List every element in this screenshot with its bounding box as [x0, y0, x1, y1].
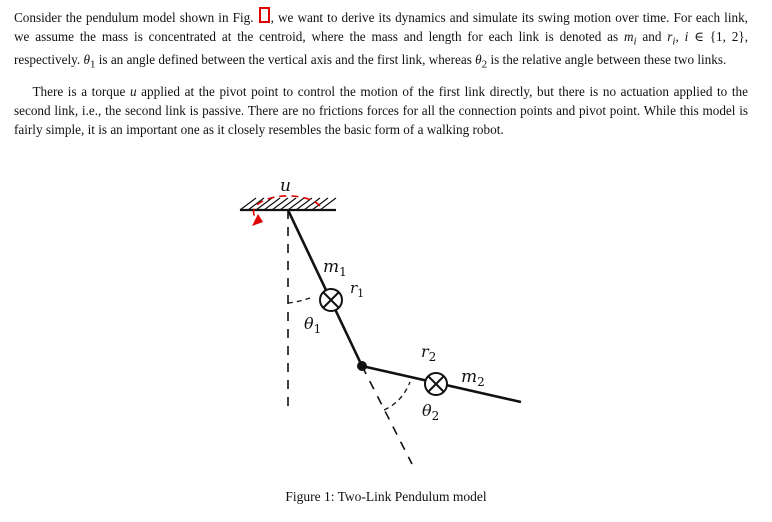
- r-i-symbol: r: [667, 28, 673, 44]
- figure-reference-link[interactable]: [258, 7, 270, 23]
- label-m2: m2: [461, 367, 485, 389]
- p1-text-4: ,: [675, 28, 685, 44]
- p2-text-2: applied at the pivot point to control th…: [14, 84, 748, 137]
- theta2-arc: [383, 381, 411, 411]
- link-1: [286, 209, 364, 367]
- p1-text-6: is an angle defined between the vertical…: [95, 52, 476, 68]
- mass-2-icon: [424, 372, 448, 396]
- u-symbol: u: [129, 84, 137, 99]
- p1-text-5: ∈ {1, 2}, respectively.: [14, 28, 749, 68]
- p1-text-2: , we want to derive its dynamics and sim…: [14, 10, 748, 44]
- theta2-subscript: 2: [481, 58, 488, 71]
- torque-arc: [252, 195, 321, 219]
- paragraph-1: Consider the pendulum model shown in Fig…: [14, 7, 748, 75]
- r-i-subscript: i: [672, 35, 676, 48]
- torque-arrowhead-icon: [252, 214, 263, 226]
- theta1-arc: [287, 297, 311, 304]
- theta1-subscript: 1: [89, 58, 96, 71]
- figure-caption: Figure 1: Two-Link Pendulum model: [285, 489, 487, 504]
- theta2-symbol: θ: [475, 52, 482, 68]
- p1-text-7: is the relative angle between these two …: [487, 52, 727, 68]
- i-variable: i: [684, 28, 689, 44]
- theta1-symbol: θ: [83, 52, 90, 68]
- label-m1: m1: [323, 257, 347, 279]
- label-theta1: θ1: [304, 314, 321, 336]
- label-theta2: θ2: [422, 401, 439, 423]
- m-i-subscript: i: [633, 35, 637, 48]
- label-u: u: [280, 176, 291, 196]
- p1-text-3: and: [636, 28, 668, 44]
- p2-text-1: There is a torque: [32, 84, 130, 99]
- p1-text-1: Consider the pendulum model shown in Fig…: [14, 10, 258, 25]
- mass-1-icon: [319, 288, 343, 312]
- label-r2: r2: [421, 342, 436, 364]
- link-1-extension: [361, 365, 413, 465]
- ceiling-hatching: [239, 197, 337, 211]
- label-r1: r1: [350, 279, 364, 300]
- two-link-pendulum-figure: u m1 r1 θ1 r2 m2 θ2: [239, 176, 522, 465]
- m-i-symbol: m: [623, 28, 634, 44]
- paragraph-2: There is a torque u applied at the pivot…: [14, 83, 748, 139]
